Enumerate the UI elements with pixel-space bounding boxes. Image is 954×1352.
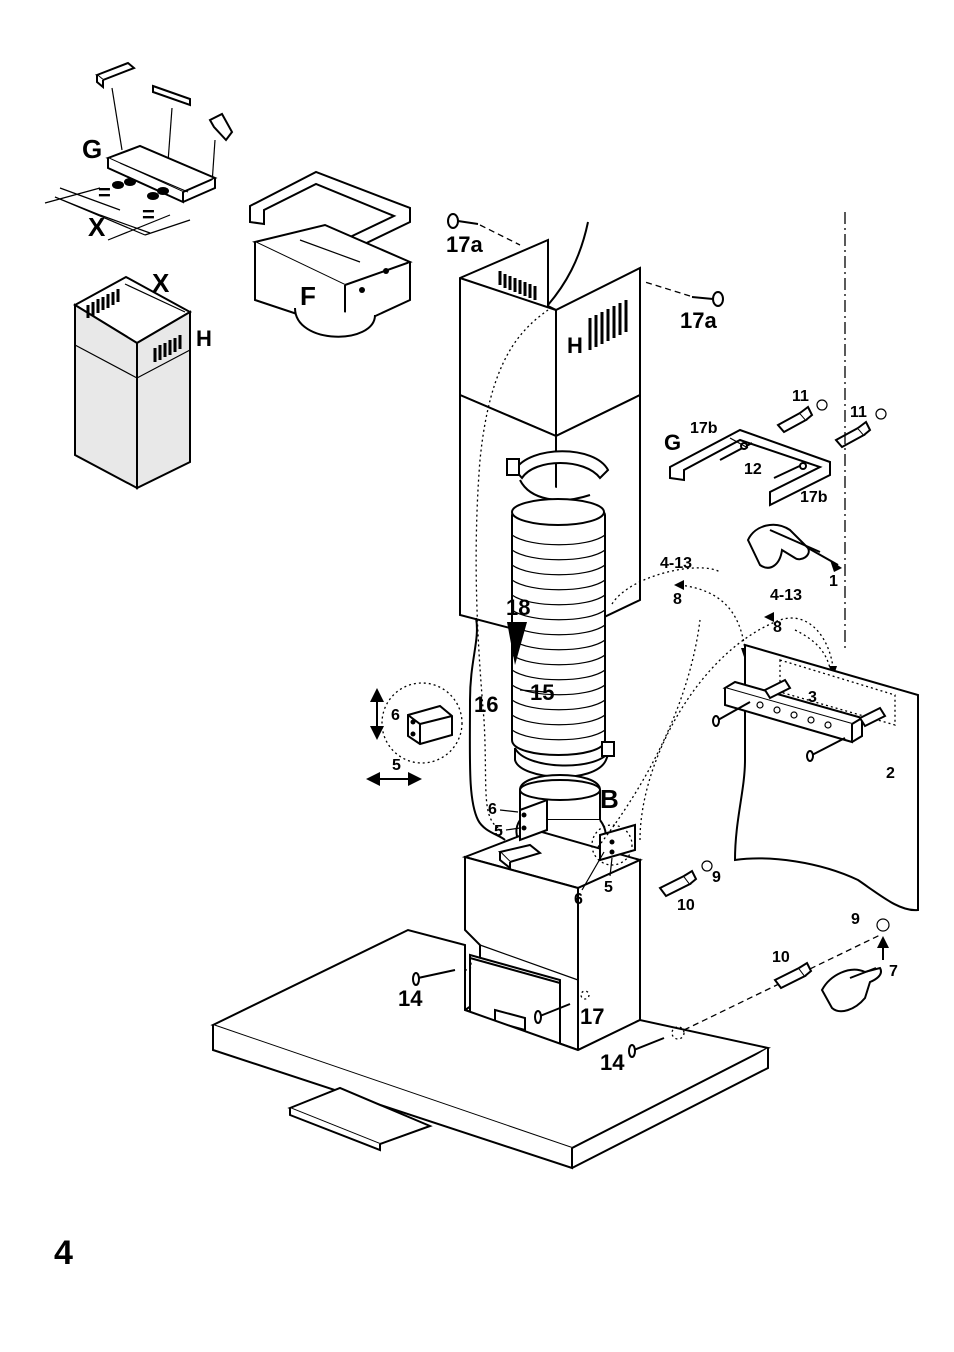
label-12: 12 <box>744 461 762 478</box>
label-6-left: 6 <box>488 801 497 818</box>
bracket-assembly-g <box>44 61 234 241</box>
detail-circle-connector <box>366 682 463 786</box>
screw-17 <box>534 1003 571 1024</box>
label-6-detail: 6 <box>391 707 400 724</box>
label-1: 1 <box>829 573 838 590</box>
label-eq2: = <box>142 202 155 227</box>
screw-14-left <box>412 969 456 986</box>
label-17b-top: 17b <box>690 420 718 437</box>
label-15: 15 <box>530 680 554 705</box>
label-10-a: 10 <box>677 897 695 914</box>
arrow-18 <box>507 622 527 665</box>
label-4-13-a: 4-13 <box>660 555 692 572</box>
hand-marking-7 <box>820 936 889 1013</box>
label-14-right: 14 <box>600 1050 625 1075</box>
label-8-a: 8 <box>673 591 682 608</box>
label-7: 7 <box>889 963 898 980</box>
label-9-b: 9 <box>851 911 860 928</box>
screw-17a-left <box>447 213 521 246</box>
label-18: 18 <box>506 595 530 620</box>
label-6-right: 6 <box>574 891 583 908</box>
hand-marking-1 <box>746 523 842 572</box>
label-5-detail: 5 <box>392 757 401 774</box>
wall-plug-10-a <box>658 860 713 898</box>
label-h-main: H <box>567 333 583 358</box>
figure-number: 4 <box>54 1234 73 1272</box>
label-16: 16 <box>474 692 498 717</box>
label-g-right: G <box>664 430 681 455</box>
hood-canopy <box>210 928 771 1170</box>
label-5-right: 5 <box>604 879 613 896</box>
label-b: B <box>600 784 619 814</box>
wall-2 <box>712 643 919 912</box>
label-8-b: 8 <box>773 619 782 636</box>
label-h-left: H <box>196 326 212 351</box>
wall-plug-11-b <box>834 408 887 449</box>
label-17: 17 <box>580 1004 604 1029</box>
label-11-b: 11 <box>850 404 867 421</box>
flexible-duct-15 <box>506 450 615 864</box>
label-5-left: 5 <box>494 823 503 840</box>
hole-9-b <box>876 918 890 932</box>
screw-17a-right <box>644 281 724 307</box>
label-f: F <box>300 281 316 311</box>
label-17a-right: 17a <box>680 308 717 333</box>
label-x-top: X <box>88 212 106 242</box>
label-2: 2 <box>886 765 895 782</box>
wall-plug-10-b <box>773 961 813 990</box>
label-4-13-b: 4-13 <box>770 587 802 604</box>
label-g-top: G <box>82 134 102 164</box>
wall-plug-11-a <box>776 399 828 434</box>
label-10-b: 10 <box>772 949 790 966</box>
component-f <box>249 170 413 338</box>
chimney-h-small <box>73 275 193 490</box>
label-3: 3 <box>808 689 817 706</box>
label-9-a: 9 <box>712 869 721 886</box>
label-eq1: = <box>98 180 111 205</box>
screw-14-right <box>628 934 881 1058</box>
label-x-chimney: X <box>152 268 170 298</box>
label-11-a: 11 <box>792 388 809 405</box>
bracket-g-right <box>669 428 831 507</box>
label-17b-bottom: 17b <box>800 489 828 506</box>
label-17a-left: 17a <box>446 232 483 257</box>
label-14-left: 14 <box>398 986 423 1011</box>
